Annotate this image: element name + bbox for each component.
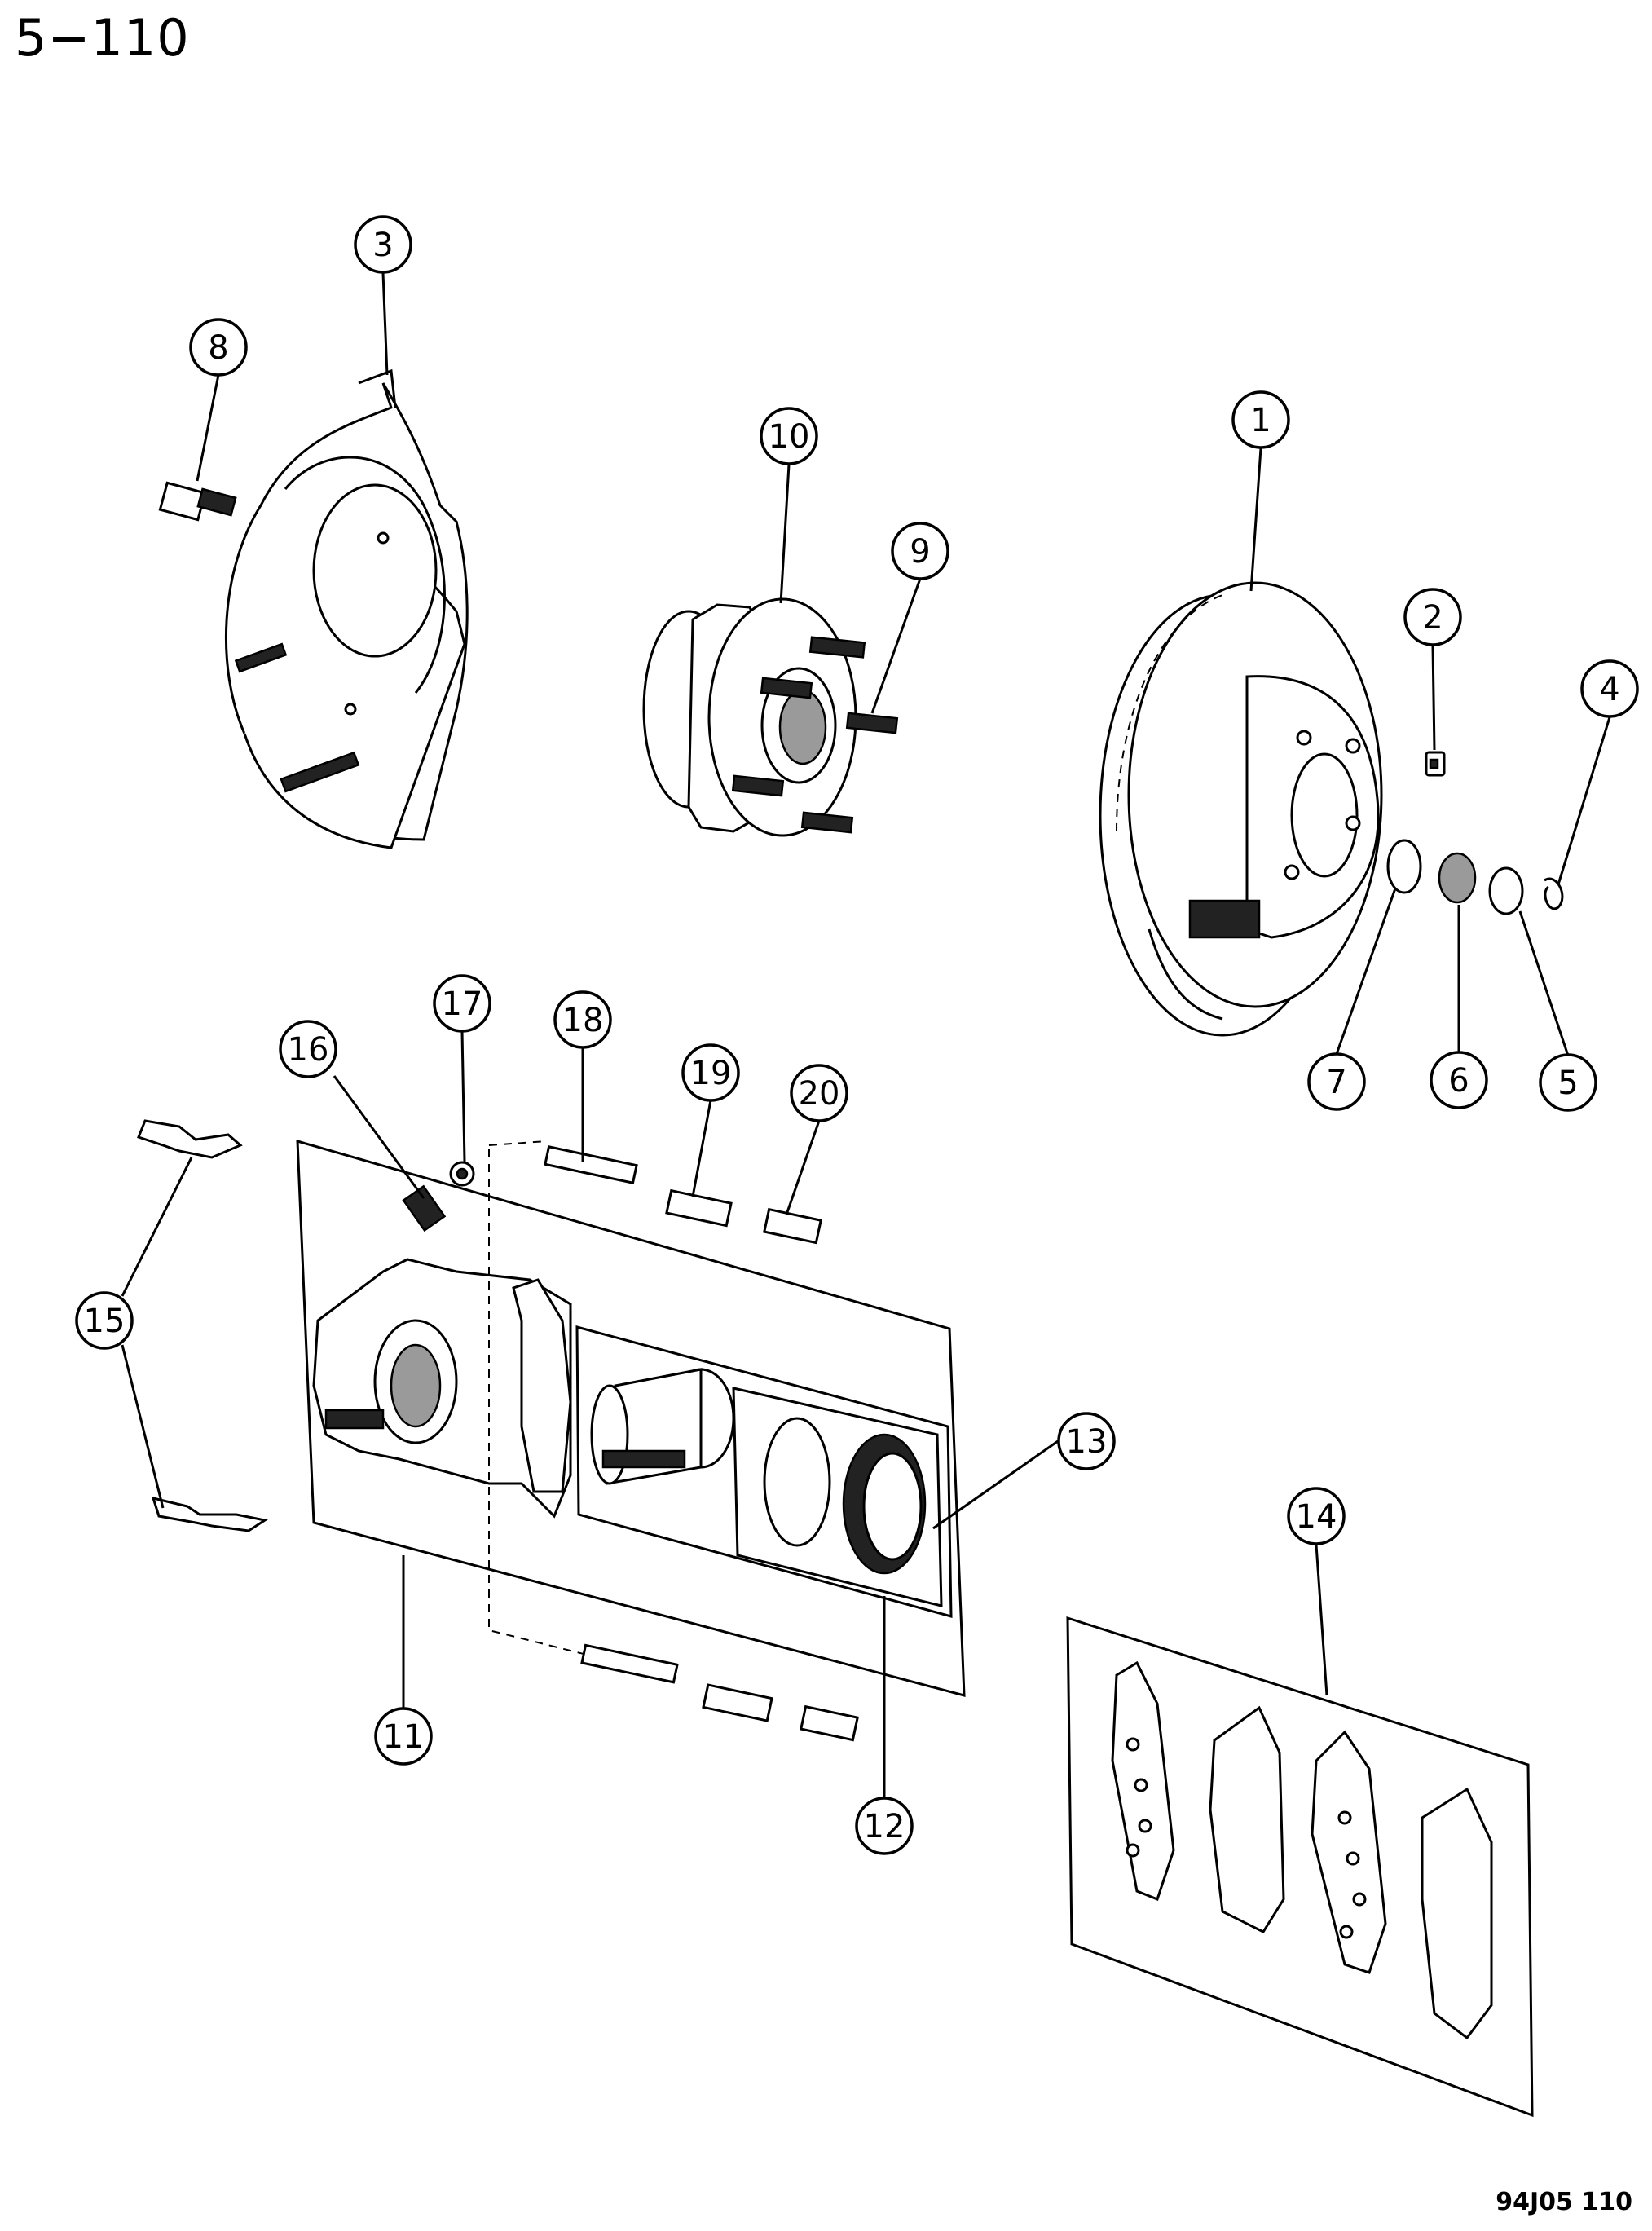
splash-shield: [224, 368, 469, 849]
callout-6: 6: [1430, 1051, 1488, 1109]
callout-2: 2: [1403, 588, 1462, 646]
hub-bearing: [642, 597, 899, 837]
brake-pad: [1111, 1660, 1175, 1901]
callout-18-label: 18: [562, 1002, 604, 1039]
callout-16: 16: [279, 1020, 337, 1078]
callout-7: 7: [1307, 1052, 1366, 1111]
callout-20-label: 20: [799, 1075, 840, 1113]
callout-1: 1: [1231, 390, 1290, 449]
splash-shield-bolt: [158, 481, 237, 522]
callout-11-label: 11: [383, 1718, 425, 1756]
callout-8: 8: [189, 318, 248, 377]
callout-10: 10: [760, 407, 818, 465]
caliper-seals: [732, 1387, 943, 1607]
callout-6-label: 6: [1448, 1062, 1469, 1100]
brake-pad: [1209, 1705, 1285, 1933]
callout-17: 17: [433, 974, 491, 1033]
callout-19-label: 19: [690, 1055, 732, 1092]
callout-2-label: 2: [1422, 599, 1443, 637]
callout-5-label: 5: [1557, 1065, 1578, 1102]
washer: [1386, 839, 1422, 894]
callout-11: 11: [374, 1707, 433, 1766]
callout-15-label: 15: [84, 1303, 126, 1340]
callout-7-label: 7: [1326, 1064, 1346, 1101]
figure-code: 94J05 110: [1496, 2188, 1632, 2216]
brake-rotor: [1099, 581, 1383, 1037]
leader-lines: [121, 272, 1611, 1797]
anti-rattle-clips: [137, 1119, 268, 1532]
hub-nut: [1438, 852, 1477, 904]
callout-5: 5: [1539, 1053, 1597, 1112]
piston-seal-kit: [575, 1325, 953, 1618]
wheel-studs: [731, 636, 899, 834]
callout-3-label: 3: [372, 227, 393, 264]
callout-16-label: 16: [288, 1031, 329, 1069]
callout-1-label: 1: [1250, 402, 1271, 439]
callout-8-label: 8: [208, 329, 228, 367]
callout-14-label: 14: [1296, 1498, 1337, 1536]
callout-14: 14: [1287, 1487, 1346, 1545]
callout-20: 20: [790, 1064, 848, 1122]
callout-12: 12: [855, 1797, 914, 1855]
callout-12-label: 12: [864, 1808, 905, 1845]
callout-13-label: 13: [1066, 1423, 1108, 1461]
nut-lock: [1488, 866, 1524, 915]
callout-10-label: 10: [769, 418, 810, 456]
callout-17-label: 17: [442, 985, 483, 1023]
nut-retainer: [1425, 751, 1446, 777]
callout-4: 4: [1580, 659, 1639, 718]
callout-13: 13: [1057, 1412, 1116, 1470]
callout-15: 15: [75, 1291, 134, 1350]
callout-9-label: 9: [910, 533, 930, 571]
cotter-pin: [1544, 877, 1564, 910]
callout-18: 18: [553, 990, 612, 1049]
brake-pads: [1066, 1616, 1534, 2118]
callout-19: 19: [681, 1043, 740, 1102]
callout-4-label: 4: [1599, 671, 1619, 708]
caliper-kit-frame: [296, 1139, 966, 1742]
callout-9: 9: [891, 522, 949, 580]
brake-pad: [1421, 1787, 1493, 2040]
callout-3: 3: [354, 215, 412, 274]
brake-pad: [1311, 1730, 1387, 1974]
page-number: 5−110: [15, 8, 190, 68]
